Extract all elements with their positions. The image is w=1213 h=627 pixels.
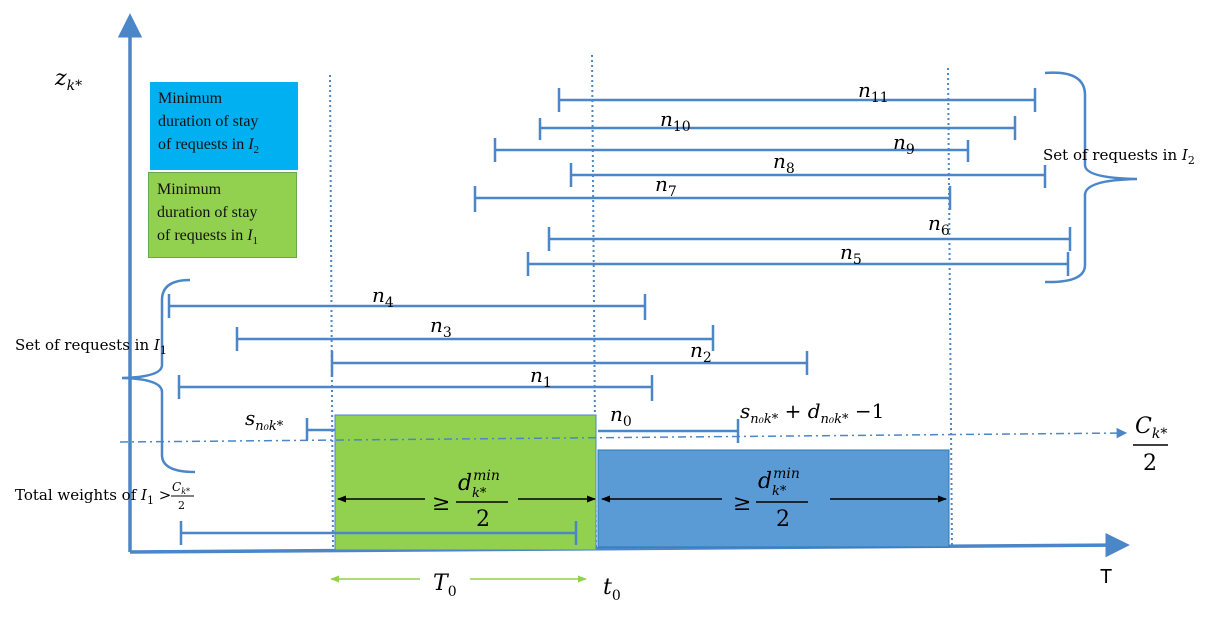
blue-dmin-sub: k* [772, 484, 787, 499]
label-n11: n11 [858, 78, 889, 106]
green-dmin: dmin [458, 468, 500, 496]
dotted-line-right [947, 67, 953, 549]
total-weights-frac-num: Ck* [172, 480, 190, 496]
start-time-label: sn₀k* [245, 406, 284, 434]
label-n4: n4 [372, 283, 394, 311]
interval-n0 [598, 419, 740, 443]
capacity-den: 2 [1143, 451, 1157, 476]
label-n0: n0 [610, 402, 632, 430]
interval-n11 [557, 88, 1037, 112]
green-geq: ≥ [432, 491, 450, 516]
right-bracket-label: Set of requests in I2 [1043, 146, 1195, 167]
interval-n10 [538, 116, 1017, 140]
green-dmin-sub: k* [472, 486, 487, 501]
label-n9: n9 [893, 130, 915, 158]
interval-n6 [547, 227, 1072, 251]
legend-green-line1: Minimum [157, 181, 222, 198]
label-n1: n1 [530, 363, 552, 391]
legend-green-line2: duration of stay [157, 204, 258, 221]
interval-n7 [473, 186, 952, 212]
interval-s-start [305, 418, 335, 440]
capacity-line [119, 427, 1128, 443]
x-axis-label: T [1100, 566, 1112, 588]
left-bracket [121, 278, 196, 474]
dotted-line-left [329, 74, 334, 551]
left-bracket-label: Set of requests in I1 [15, 336, 167, 357]
legend-blue-line2: duration of stay [158, 113, 259, 130]
interval-n9 [493, 138, 970, 162]
interval-n8 [569, 163, 1047, 188]
legend-blue-box: Minimum duration of stay of requests in … [150, 82, 298, 170]
label-n2: n2 [690, 338, 712, 366]
legend-green-box: Minimum duration of stay of requests in … [148, 172, 297, 258]
interval-n1 [177, 375, 654, 401]
label-n3: n3 [430, 313, 452, 341]
end-time-label: sn₀k* + dn₀k* −1 [740, 399, 884, 427]
label-n6: n6 [928, 211, 950, 239]
t0-label: t0 [603, 575, 621, 604]
T0-label: T0 [433, 571, 457, 600]
interval-bottom [179, 521, 578, 545]
label-n7: n7 [655, 172, 677, 200]
interval-n2 [330, 351, 809, 377]
x-axis [129, 532, 1130, 558]
total-weights-label: Total weights of I1 > [15, 486, 171, 507]
legend-blue-line1: Minimum [158, 90, 223, 107]
blue-den: 2 [776, 507, 790, 532]
legend-green-line3: of requests in I1 [157, 227, 259, 248]
label-n8: n8 [773, 149, 795, 177]
label-n10: n10 [660, 107, 691, 135]
capacity-num: Ck* [1135, 414, 1167, 442]
right-bracket [1044, 71, 1138, 284]
blue-geq: ≥ [733, 491, 751, 516]
green-den: 2 [476, 507, 490, 532]
blue-dmin: dmin [758, 466, 800, 494]
y-axis-label: zk* [54, 66, 82, 94]
interval-n3 [235, 325, 715, 351]
legend-blue-line3: of requests in I2 [158, 136, 260, 157]
total-weights-frac-den: 2 [178, 499, 185, 512]
interval-n5 [526, 252, 1070, 276]
interval-n4 [167, 294, 647, 320]
label-n5: n5 [840, 240, 862, 268]
